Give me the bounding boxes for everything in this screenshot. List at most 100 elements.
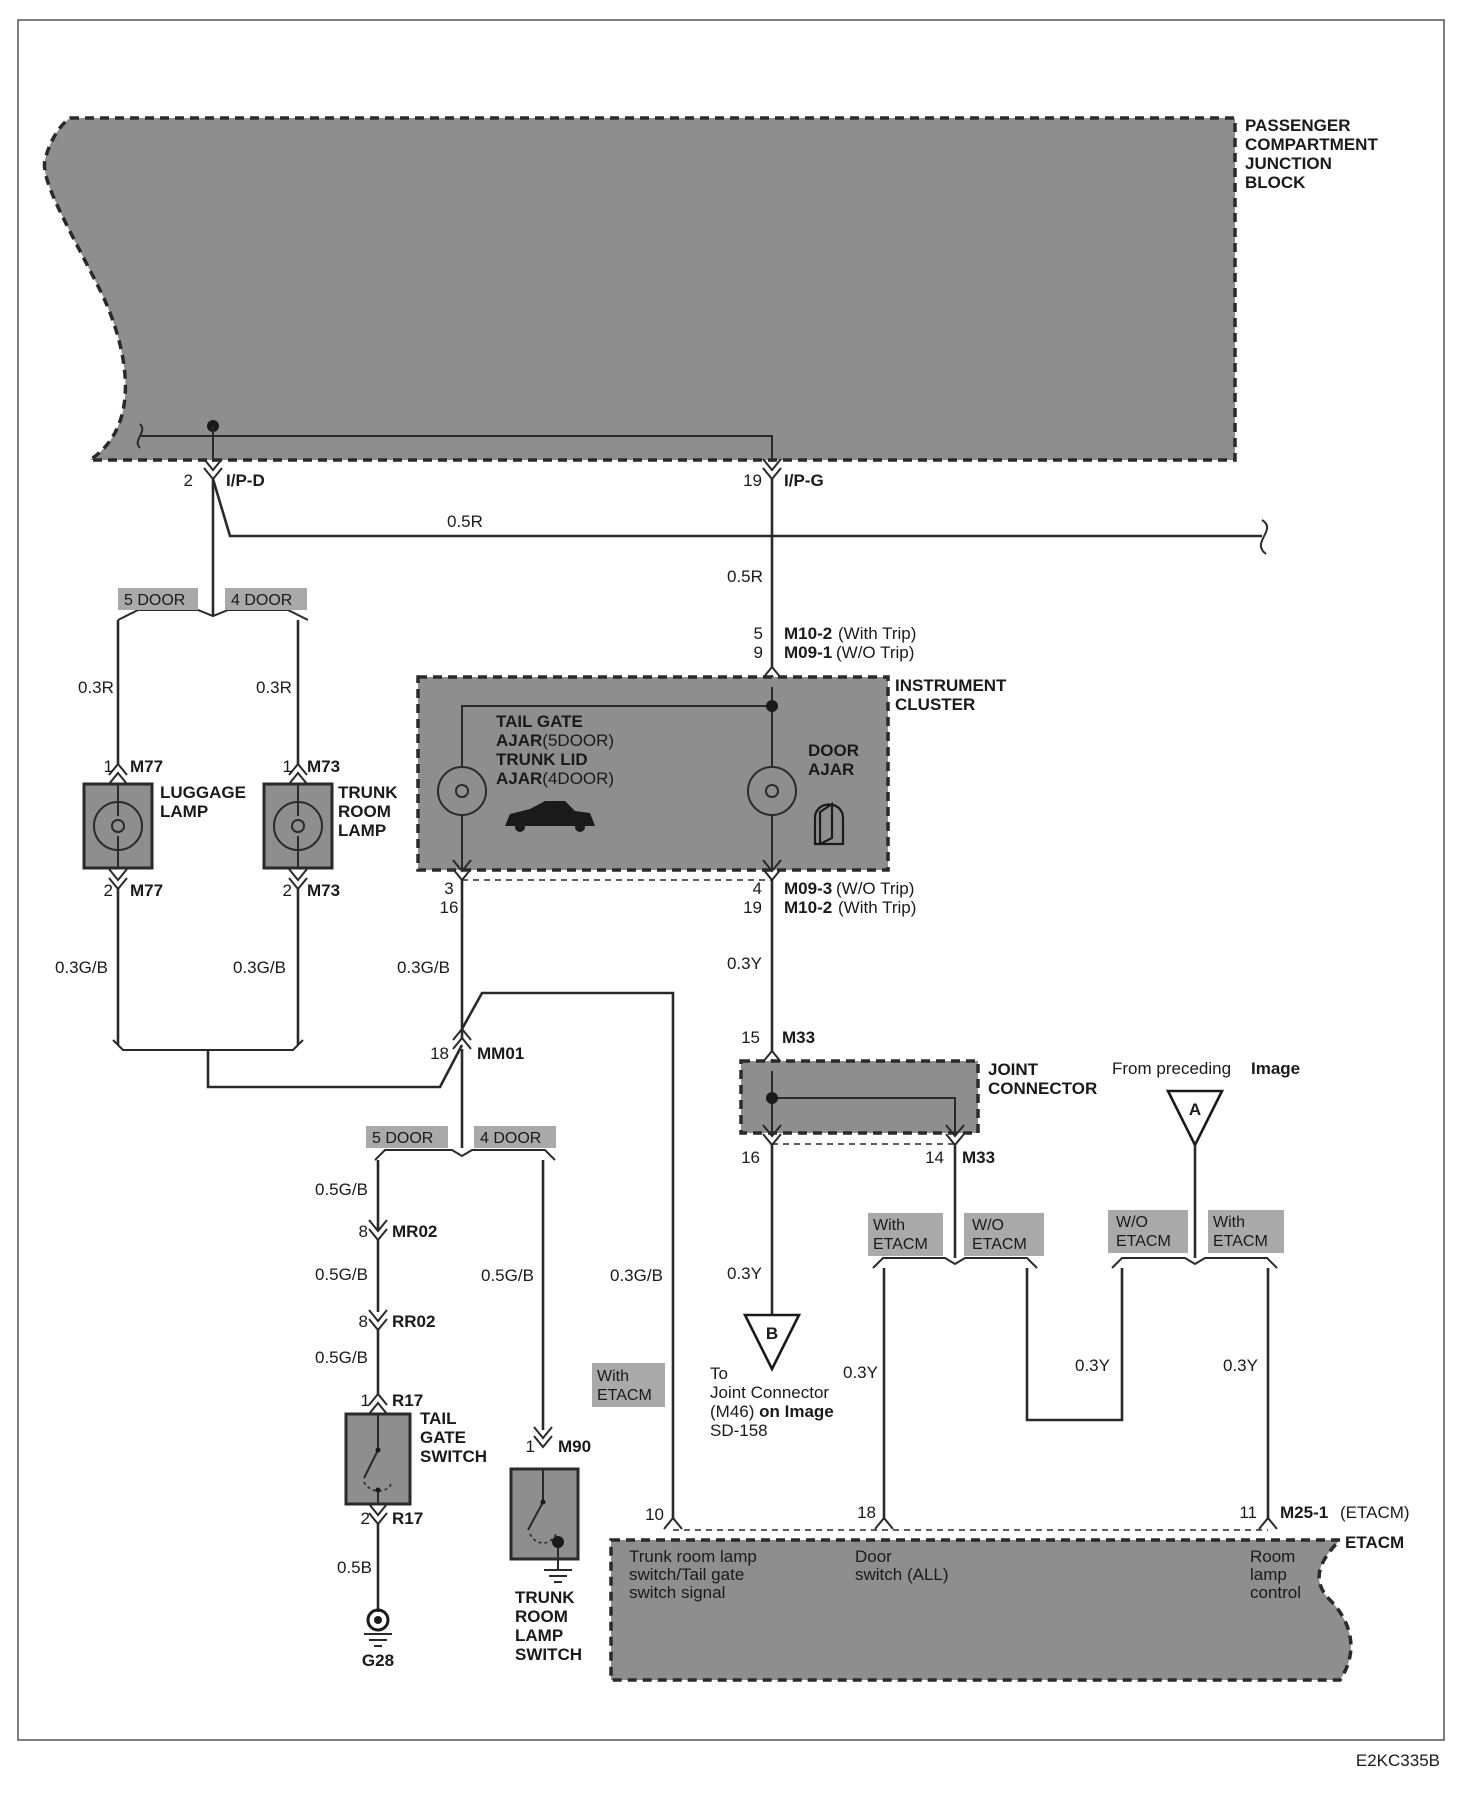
svg-text:control: control [1250, 1583, 1301, 1602]
wire-label: 0.3G/B [233, 958, 286, 977]
door-ajar-indicator: DOOR AJAR [747, 741, 859, 846]
wire-etacm-signal [460, 991, 675, 1520]
svg-text:AJAR: AJAR [808, 760, 854, 779]
junction-internal-bus [136, 420, 773, 462]
svg-text:INSTRUMENT: INSTRUMENT [895, 676, 1007, 695]
svg-text:M25-1: M25-1 [1280, 1503, 1328, 1522]
passenger-compartment-junction-block: PASSENGER COMPARTMENT JUNCTION BLOCK [42, 116, 1378, 462]
svg-text:ETACM: ETACM [972, 1236, 1027, 1253]
svg-text:1: 1 [283, 757, 292, 776]
connector-m10-2-m09-1: 5 M10-2 (With Trip) 9 M09-1 (W/O Trip) [754, 624, 916, 688]
bulb-icon [111, 784, 126, 868]
svg-text:(M46) on Image: (M46) on Image [710, 1402, 834, 1421]
ground-icon [544, 1569, 572, 1583]
svg-text:With: With [597, 1368, 629, 1385]
joint-connector: JOINT CONNECTOR [739, 1059, 1097, 1135]
svg-text:TAIL GATE: TAIL GATE [496, 712, 583, 731]
wire-wo-etacm-cross [1025, 1268, 1124, 1422]
connector-ipg: 19 I/P-G [743, 458, 824, 490]
trunk-room-lamp: TRUNK ROOM LAMP [262, 782, 398, 870]
svg-text:M10-2: M10-2 [784, 898, 832, 917]
tag-with-etacm-signal: With ETACM [592, 1363, 665, 1407]
wire-label: 0.3Y [727, 1264, 762, 1283]
connector-m77-bottom: 2 M77 [104, 868, 163, 900]
svg-text:SWITCH: SWITCH [420, 1447, 487, 1466]
svg-text:2: 2 [283, 881, 292, 900]
svg-text:AJAR(5DOOR): AJAR(5DOOR) [496, 731, 614, 750]
connector-m90: 1 M90 [526, 1426, 591, 1456]
svg-text:Room: Room [1250, 1547, 1295, 1566]
connector-r17-top: 1 R17 [361, 1391, 423, 1415]
trunk-room-lamp-switch: TRUNK ROOM LAMP SWITCH [509, 1467, 582, 1664]
connector-m33-14: 14 M33 [925, 1124, 995, 1167]
diagram-frame [17, 19, 1445, 1741]
wire-label: 0.5G/B [315, 1180, 368, 1199]
connector-m73-bottom: 2 M73 [283, 868, 340, 900]
svg-text:ROOM: ROOM [515, 1607, 568, 1626]
svg-text:LAMP: LAMP [160, 802, 208, 821]
door-icon [813, 801, 845, 846]
svg-text:LAMP: LAMP [515, 1626, 563, 1645]
svg-text:SWITCH: SWITCH [515, 1645, 582, 1664]
wire-lamps-to-mm01 [206, 1044, 464, 1089]
svg-text:COMPARTMENT: COMPARTMENT [1245, 135, 1378, 154]
svg-text:DOOR: DOOR [808, 741, 859, 760]
svg-text:2: 2 [184, 471, 193, 490]
tail-gate-ajar-indicator: TAIL GATE AJAR(5DOOR) TRUNK LID AJAR(4DO… [437, 712, 614, 832]
svg-text:18: 18 [857, 1503, 876, 1522]
wire-0-5r-trunk: 0.5R [211, 478, 1269, 555]
svg-text:LAMP: LAMP [338, 821, 386, 840]
tag-5-door-bottom: 5 DOOR [366, 1126, 448, 1148]
connector-rr02: 8 RR02 [359, 1309, 435, 1332]
svg-text:8: 8 [359, 1312, 368, 1331]
svg-text:(ETACM): (ETACM) [1340, 1503, 1410, 1522]
svg-text:19: 19 [743, 898, 762, 917]
svg-text:Image: Image [1251, 1059, 1300, 1078]
tag-4-door-bottom: 4 DOOR [474, 1126, 556, 1148]
offpage-a: From preceding Image A [1112, 1059, 1300, 1148]
svg-text:I/P-D: I/P-D [226, 471, 265, 490]
svg-text:switch/Tail gate: switch/Tail gate [629, 1565, 744, 1584]
wire-label: 0.3Y [1223, 1356, 1258, 1375]
svg-text:4: 4 [753, 879, 762, 898]
svg-text:switch signal: switch signal [629, 1583, 725, 1602]
tag-with-etacm-right: With ETACM [1208, 1210, 1284, 1253]
tag-5-door-top: 5 DOOR [118, 588, 198, 610]
svg-text:10: 10 [645, 1505, 664, 1524]
svg-text:B: B [766, 1324, 778, 1343]
svg-text:ETACM: ETACM [597, 1387, 652, 1404]
svg-text:I/P-G: I/P-G [784, 471, 824, 490]
svg-text:switch (ALL): switch (ALL) [855, 1565, 949, 1584]
svg-text:1: 1 [104, 757, 113, 776]
svg-text:W/O: W/O [972, 1217, 1004, 1234]
svg-text:MR02: MR02 [392, 1222, 437, 1241]
svg-text:From preceding: From preceding [1112, 1059, 1231, 1078]
svg-text:With: With [1213, 1214, 1245, 1231]
svg-text:3: 3 [444, 879, 453, 898]
svg-text:M33: M33 [782, 1028, 815, 1047]
svg-text:Door: Door [855, 1547, 892, 1566]
svg-text:Trunk room lamp: Trunk room lamp [629, 1547, 757, 1566]
svg-text:M73: M73 [307, 881, 340, 900]
svg-text:R17: R17 [392, 1391, 423, 1410]
svg-text:ROOM: ROOM [338, 802, 391, 821]
bulb-icon [291, 784, 306, 868]
svg-text:M77: M77 [130, 881, 163, 900]
wire-label: 0.5G/B [315, 1265, 368, 1284]
tag-wo-etacm-right: W/O ETACM [1108, 1210, 1188, 1253]
svg-text:1: 1 [526, 1437, 535, 1456]
tag-with-etacm-left: With ETACM [868, 1213, 943, 1256]
svg-text:11: 11 [1239, 1503, 1257, 1522]
tail-gate-switch: TAIL GATE SWITCH [344, 1409, 487, 1506]
svg-text:lamp: lamp [1250, 1565, 1287, 1584]
svg-text:(W/O Trip): (W/O Trip) [836, 643, 914, 662]
svg-text:2: 2 [104, 881, 113, 900]
tag-4-door-top: 4 DOOR [225, 588, 307, 610]
wire-label: 0.3G/B [397, 958, 450, 977]
svg-text:5 DOOR: 5 DOOR [372, 1130, 433, 1147]
split-bracket-etacm-right [1111, 1257, 1278, 1269]
svg-text:GATE: GATE [420, 1428, 466, 1447]
svg-text:ETACM: ETACM [1213, 1233, 1268, 1250]
svg-text:ETACM: ETACM [1345, 1533, 1404, 1552]
svg-text:14: 14 [925, 1148, 944, 1167]
